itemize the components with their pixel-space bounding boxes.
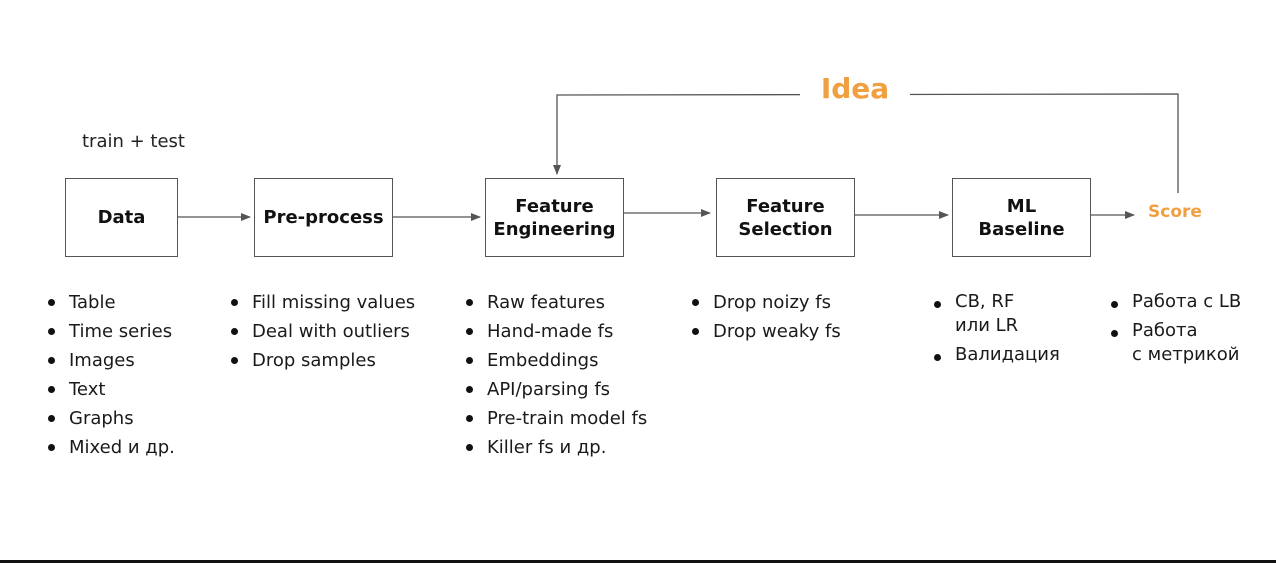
list-item: Graphs <box>45 404 175 433</box>
feature-engineering-box: Feature Engineering <box>485 178 624 257</box>
list-item: Drop weaky fs <box>689 317 841 346</box>
preprocess-box: Pre-process <box>254 178 393 257</box>
list-item: Images <box>45 346 175 375</box>
train-test-note: train + test <box>82 131 185 152</box>
score-label: Score <box>1148 202 1202 222</box>
list-item: Raw features <box>463 288 647 317</box>
list-item: Text <box>45 375 175 404</box>
list-item: Drop noizy fs <box>689 288 841 317</box>
list-item: CB, RF или LR <box>931 290 1060 338</box>
idea-label: Idea <box>800 72 910 105</box>
preprocess-list: Fill missing values Deal with outliers D… <box>228 288 415 375</box>
ml-baseline-box-label: ML Baseline <box>978 195 1065 240</box>
list-item: Fill missing values <box>228 288 415 317</box>
data-box: Data <box>65 178 178 257</box>
list-item: Deal with outliers <box>228 317 415 346</box>
list-item: Embeddings <box>463 346 647 375</box>
data-box-label: Data <box>97 207 146 228</box>
list-item: Pre-train model fs <box>463 404 647 433</box>
list-item: Работа с LB <box>1108 290 1241 314</box>
feature-selection-box: Feature Selection <box>716 178 855 257</box>
bottom-divider <box>0 560 1276 563</box>
list-item: API/parsing fs <box>463 375 647 404</box>
data-list: Table Time series Images Text Graphs Mix… <box>45 288 175 462</box>
list-item: Time series <box>45 317 175 346</box>
list-item: Killer fs и др. <box>463 433 647 462</box>
list-item: Hand-made fs <box>463 317 647 346</box>
list-item: Работа с метрикой <box>1108 319 1241 367</box>
list-item: Mixed и др. <box>45 433 175 462</box>
list-item: Валидация <box>931 343 1060 367</box>
feature-engineering-box-label: Feature Engineering <box>493 195 616 240</box>
feature-selection-box-label: Feature Selection <box>738 195 833 240</box>
feature-engineering-list: Raw features Hand-made fs Embeddings API… <box>463 288 647 462</box>
feature-selection-list: Drop noizy fs Drop weaky fs <box>689 288 841 346</box>
score-list: Работа с LB Работа с метрикой <box>1108 290 1241 372</box>
list-item: Drop samples <box>228 346 415 375</box>
ml-baseline-list: CB, RF или LR Валидация <box>931 290 1060 372</box>
ml-baseline-box: ML Baseline <box>952 178 1091 257</box>
list-item: Table <box>45 288 175 317</box>
preprocess-box-label: Pre-process <box>263 207 384 228</box>
